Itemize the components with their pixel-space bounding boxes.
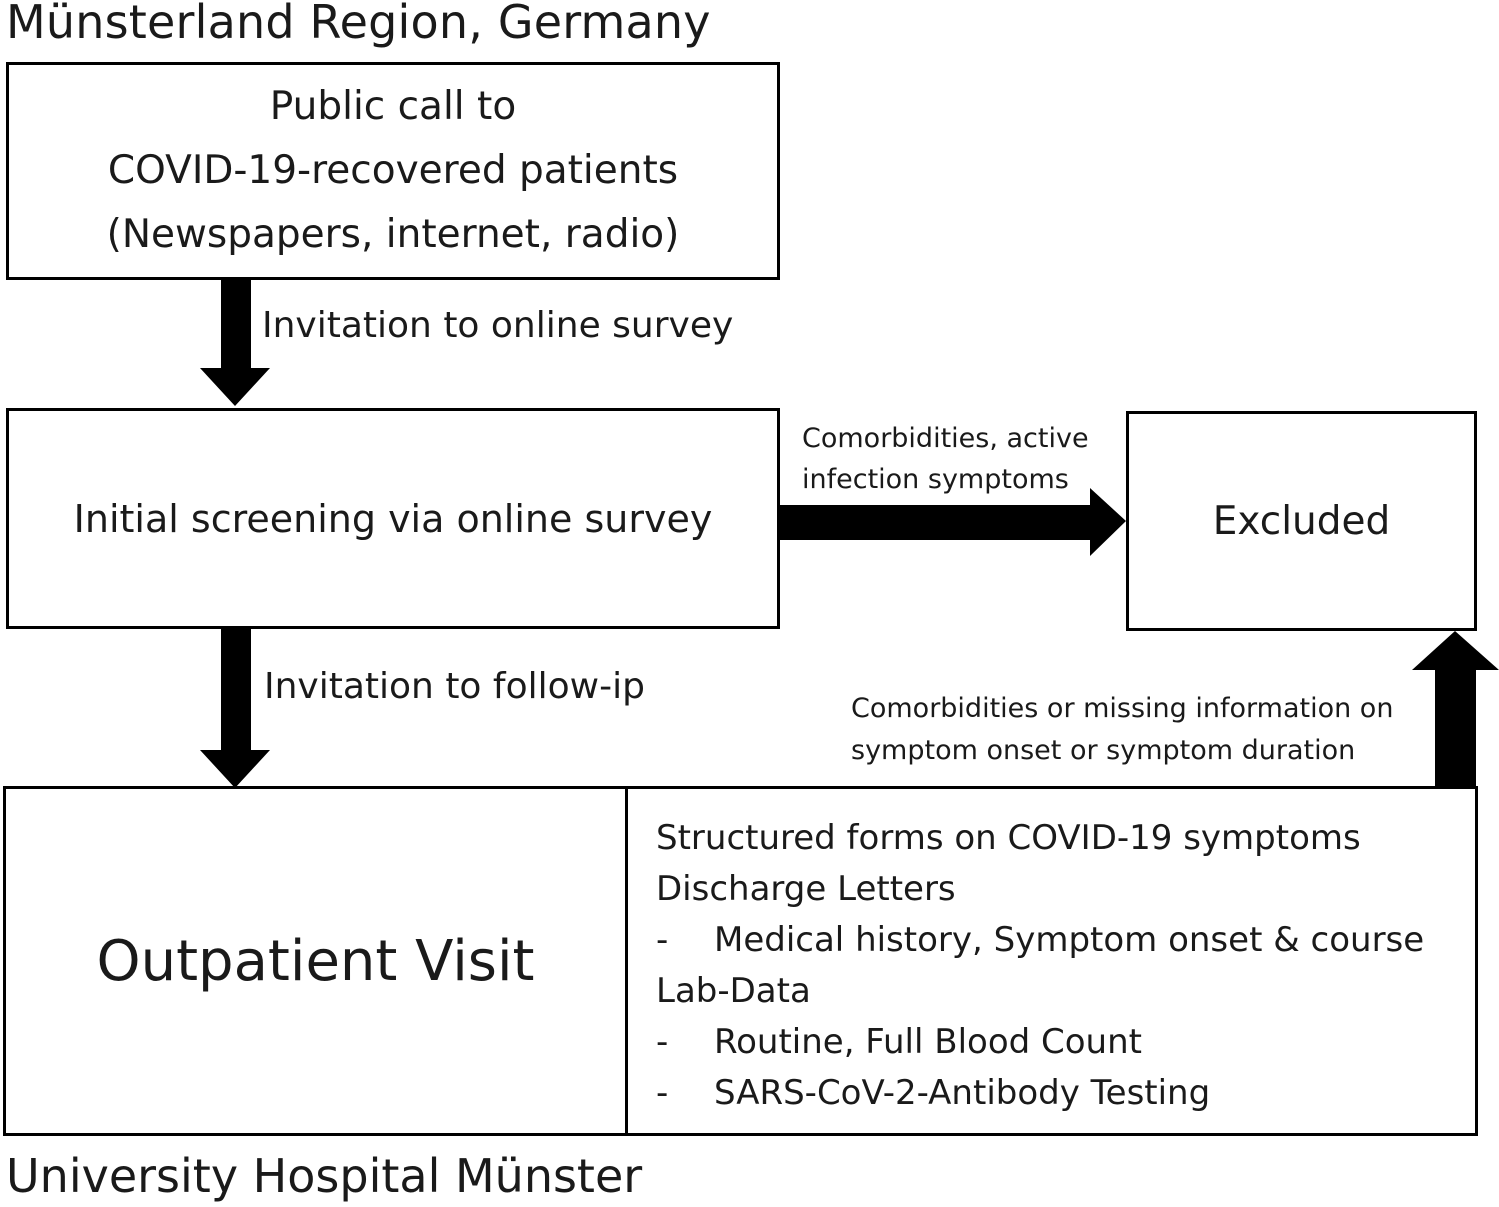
detail-bullet: - [656, 920, 669, 960]
detail-row: Lab-Data [656, 966, 1424, 1017]
excluded-box: Excluded [1126, 411, 1477, 631]
outpatient-box: Outpatient Visit Structured forms on COV… [3, 786, 1478, 1136]
detail-text: Routine, Full Blood Count [714, 1022, 1142, 1062]
invitation-survey-label: Invitation to online survey [262, 305, 734, 346]
exclusion-reason-visit: Comorbidities or missing information on … [851, 688, 1393, 772]
arrow-up-to-excluded [1412, 631, 1499, 788]
detail-text: Discharge Letters [656, 869, 956, 909]
detail-row: Discharge Letters [656, 864, 1424, 915]
invitation-followup-label: Invitation to follow-ip [264, 666, 645, 707]
detail-text: Structured forms on COVID-19 symptoms [656, 818, 1361, 858]
exclusion-reason-line: infection symptoms [802, 464, 1069, 495]
detail-text: Medical history, Symptom onset & course [714, 920, 1425, 960]
arrow-down-to-outpatient [200, 629, 270, 788]
public-call-line: Public call to [269, 84, 517, 129]
excluded-label: Excluded [1212, 498, 1391, 544]
arrow-down-to-screening [200, 280, 270, 406]
detail-row: - Routine, Full Blood Count [656, 1017, 1424, 1068]
screening-label: Initial screening via online survey [73, 496, 713, 541]
detail-row: - SARS-CoV-2-Antibody Testing [656, 1068, 1424, 1119]
public-call-line: (Newspapers, internet, radio) [106, 212, 680, 257]
screening-box: Initial screening via online survey [6, 408, 780, 629]
detail-row: Structured forms on COVID-19 symptoms [656, 813, 1424, 864]
exclusion-reason-line: Comorbidities or missing information on [851, 693, 1394, 724]
detail-bullet: - [656, 1022, 669, 1062]
detail-text: Lab-Data [656, 971, 811, 1011]
detail-bullet: - [656, 1073, 669, 1113]
public-call-line: COVID-19-recovered patients [107, 148, 679, 193]
hospital-title: University Hospital Münster [6, 1149, 643, 1203]
exclusion-reason-screening: Comorbidities, active infection symptoms [802, 418, 1089, 500]
outpatient-label: Outpatient Visit [96, 928, 535, 994]
outpatient-divider [625, 789, 628, 1133]
exclusion-reason-line: Comorbidities, active [802, 423, 1089, 454]
outpatient-details: Structured forms on COVID-19 symptoms Di… [656, 813, 1424, 1119]
detail-row: - Medical history, Symptom onset & course [656, 915, 1424, 966]
public-call-box: Public call to COVID-19-recovered patien… [6, 62, 780, 280]
region-title: Münsterland Region, Germany [6, 0, 711, 49]
detail-text: SARS-CoV-2-Antibody Testing [714, 1073, 1211, 1113]
exclusion-reason-line: symptom onset or symptom duration [851, 735, 1356, 766]
